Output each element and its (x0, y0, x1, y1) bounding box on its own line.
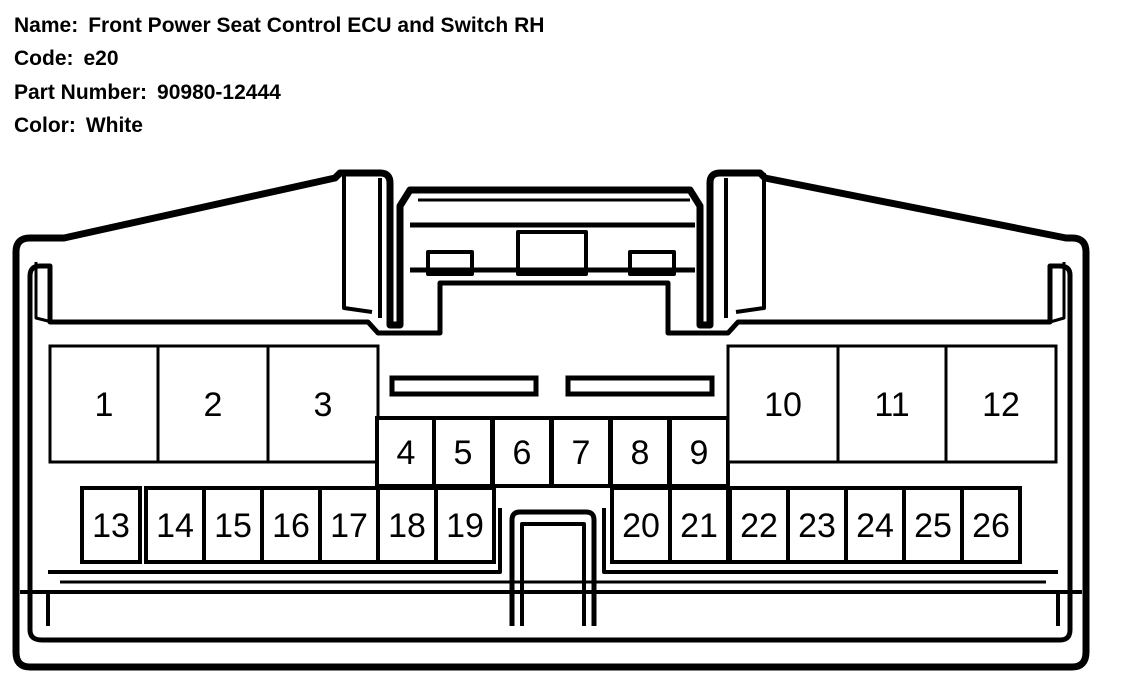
pin-label: 10 (764, 386, 802, 424)
pin-17: 17 (318, 486, 380, 564)
pin-cavity (610, 486, 672, 564)
connector-housing (12, 169, 1090, 671)
color-label: Color: (14, 114, 76, 137)
pin-cavity (266, 344, 380, 464)
pin-label: 15 (214, 507, 252, 545)
pin-16: 16 (260, 486, 322, 564)
pin-cavity (728, 486, 790, 564)
pin-23: 23 (786, 486, 848, 564)
pin-label: 26 (972, 507, 1010, 545)
pin-label: 6 (513, 434, 532, 472)
pin-cavity (944, 344, 1058, 464)
color-line: Color: White (14, 114, 143, 138)
pin-22: 22 (728, 486, 790, 564)
pin-label: 4 (397, 434, 416, 472)
pin-cavity (726, 344, 840, 464)
pin-19: 19 (434, 486, 496, 564)
pin-13: 13 (80, 486, 142, 564)
name-label: Name: (14, 14, 79, 37)
name-value: Front Power Seat Control ECU and Switch … (88, 14, 545, 37)
code-line: Code: e20 (14, 47, 119, 71)
pin-label: 5 (454, 434, 473, 472)
pin-cavity (434, 486, 496, 564)
color-value: White (85, 114, 143, 137)
name-line: Name: Front Power Seat Control ECU and Sw… (14, 14, 544, 38)
pin-10: 10 (726, 344, 840, 464)
pin-4: 4 (375, 416, 437, 488)
pin-1: 1 (48, 344, 160, 464)
pin-label: 1 (95, 386, 114, 424)
pin-label: 18 (388, 507, 426, 545)
pin-cavity (48, 344, 160, 464)
pin-21: 21 (668, 486, 730, 564)
pin-label: 7 (572, 434, 591, 472)
part-number-value: 90980-12444 (157, 81, 281, 104)
pin-cavity (902, 486, 964, 564)
pin-cavity (836, 344, 948, 464)
code-value: e20 (83, 47, 119, 70)
pin-label: 11 (874, 386, 909, 424)
pin-14: 14 (144, 486, 206, 564)
pin-cavity (202, 486, 264, 564)
pin-label: 2 (204, 386, 223, 424)
pin-cavity (668, 486, 730, 564)
pin-24: 24 (844, 486, 906, 564)
pin-label: 17 (330, 507, 368, 545)
pin-cavity (960, 486, 1022, 564)
pin-label: 8 (631, 434, 650, 472)
pin-label: 23 (798, 507, 836, 545)
pin-cavity (668, 416, 730, 488)
pin-label: 25 (914, 507, 952, 545)
pin-7: 7 (550, 416, 612, 488)
pin-cavity (491, 416, 553, 488)
pin-cavity (80, 486, 142, 564)
pin-label: 16 (272, 507, 310, 545)
pin-8: 8 (609, 416, 671, 488)
center-slots (389, 375, 715, 397)
pin-label: 13 (92, 507, 130, 545)
pin-label: 3 (314, 386, 333, 424)
pin-label: 20 (622, 507, 660, 545)
pin-label: 14 (156, 507, 194, 545)
pin-cavity (375, 416, 437, 488)
pin-9: 9 (668, 416, 730, 488)
pin-2: 2 (156, 344, 270, 464)
pin-11: 11 (836, 344, 948, 464)
part-number-label: Part Number: (14, 81, 148, 104)
pin-cavity (260, 486, 322, 564)
pin-6: 6 (491, 416, 553, 488)
pin-26: 26 (960, 486, 1022, 564)
pin-18: 18 (376, 486, 438, 564)
pin-label: 12 (982, 386, 1020, 424)
pin-5: 5 (432, 416, 494, 488)
pin-25: 25 (902, 486, 964, 564)
pin-15: 15 (202, 486, 264, 564)
pin-label: 9 (690, 434, 709, 472)
pin-label: 19 (446, 507, 484, 545)
code-label: Code: (14, 47, 74, 70)
pin-label: 22 (740, 507, 778, 545)
part-number-line: Part Number: 90980-12444 (14, 81, 281, 105)
pin-label: 21 (680, 507, 718, 545)
pin-12: 12 (944, 344, 1058, 464)
pin-label: 24 (856, 507, 894, 545)
pin-3: 3 (266, 344, 380, 464)
pin-20: 20 (610, 486, 672, 564)
